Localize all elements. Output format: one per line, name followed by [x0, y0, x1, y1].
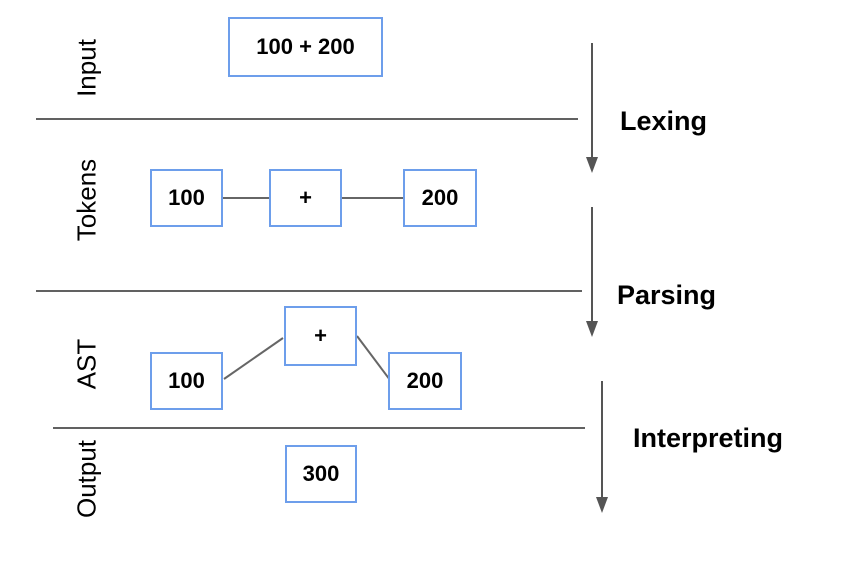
parsing-arrow [586, 207, 598, 337]
input-expression-box: 100 + 200 [228, 17, 383, 77]
stage-label-interpreting: Interpreting [633, 423, 784, 453]
ast-edge-left [223, 337, 284, 380]
token-box-100: 100 [150, 169, 223, 227]
ast-left-node-box: 100 [150, 352, 223, 410]
output-result-box: 300 [285, 445, 357, 503]
stage-label-lexing: Lexing [620, 106, 708, 136]
row-label-tokens: Tokens [71, 158, 102, 242]
interpreting-arrow [596, 381, 608, 513]
token-box-plus: + [269, 169, 342, 227]
ast-root-node-box: + [284, 306, 357, 366]
lexing-arrow [586, 43, 598, 173]
token-box-200: 200 [403, 169, 477, 227]
row-label-output: Output [71, 439, 102, 519]
row-label-ast: AST [71, 338, 102, 390]
ast-edge-right [356, 335, 391, 381]
row-label-input: Input [71, 39, 102, 97]
stage-label-parsing: Parsing [617, 280, 717, 310]
ast-right-node-box: 200 [388, 352, 462, 410]
